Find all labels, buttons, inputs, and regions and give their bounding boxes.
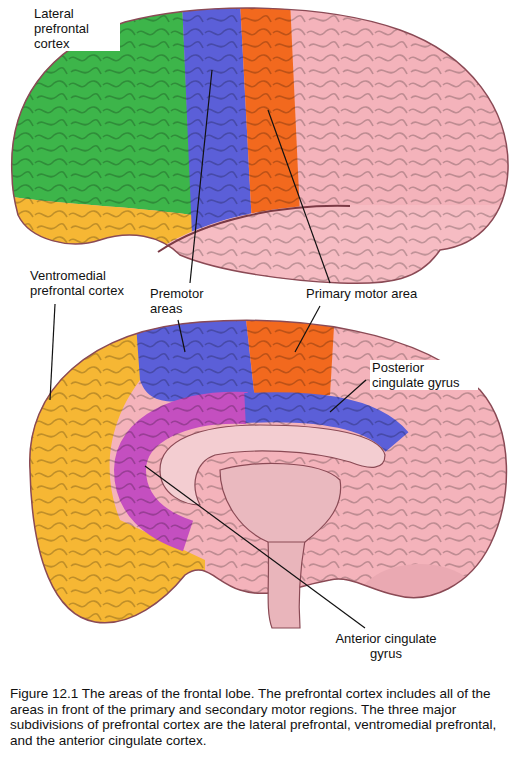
region-label: Ventromedial prefrontal cortex: [28, 268, 157, 298]
leader-line: [295, 306, 320, 352]
leader-line: [178, 320, 185, 352]
region-label: Anterior cingulate gyrus: [325, 631, 447, 661]
cerebellum: [360, 564, 470, 620]
region-label: Premotor areas: [148, 286, 228, 316]
gyri-texture: [0, 0, 517, 320]
region-label: Primary motor area: [304, 286, 419, 301]
parietal-region: [0, 0, 517, 320]
leader-line: [268, 110, 330, 283]
medial-base: [0, 310, 517, 640]
sylvian-fissure: [158, 206, 350, 252]
figure-caption: Figure 12.1 The areas of the frontal lob…: [10, 686, 507, 748]
region-label: Posterior cingulate gyrus: [370, 360, 478, 390]
leader-line: [190, 70, 212, 283]
lateral-view: [0, 0, 517, 320]
region-label: Lateral prefrontal cortex: [32, 6, 120, 51]
thalamus: [220, 463, 341, 542]
leader-line: [50, 304, 55, 400]
gyri-texture: [0, 310, 517, 640]
leader-line: [330, 380, 366, 412]
medial-view: [0, 310, 517, 640]
leader-lines: [50, 70, 366, 628]
brainstem: [268, 540, 305, 628]
leader-line: [145, 466, 365, 628]
